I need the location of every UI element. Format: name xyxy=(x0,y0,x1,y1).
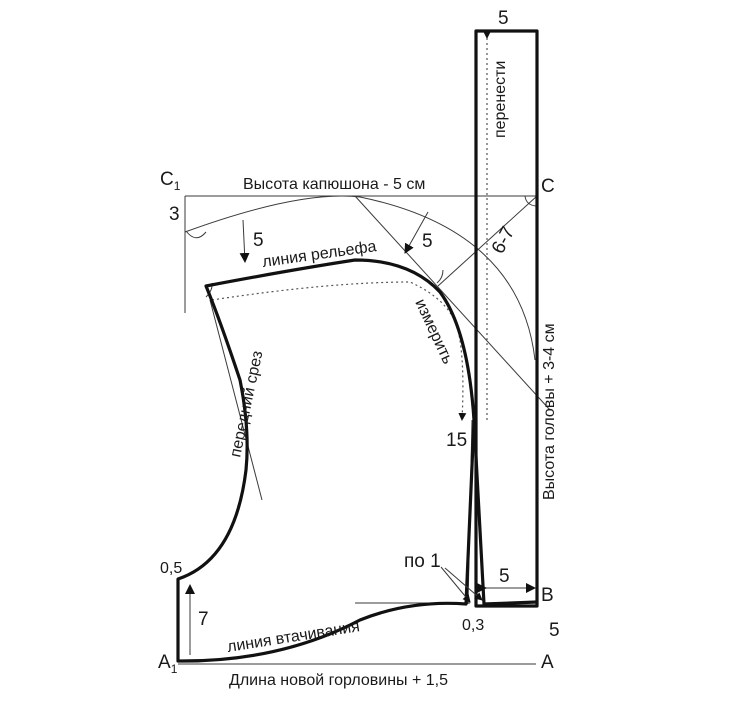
relief-offset-left-label: 5 xyxy=(253,230,264,251)
corner-angle-mark xyxy=(185,230,207,239)
top-strip-width-label: 5 xyxy=(498,8,509,29)
radius-arc xyxy=(359,196,536,361)
tangent-angle-mark xyxy=(436,269,444,284)
point-c-label: C xyxy=(541,176,555,197)
five-b-label: 5 xyxy=(499,566,510,587)
zero-three-label: 0,3 xyxy=(462,617,484,634)
front-cut-tangent xyxy=(209,299,263,501)
six-seven-label: 6-7 xyxy=(488,223,519,257)
point-a-label: A xyxy=(541,652,554,673)
relief-offset-arrow-left xyxy=(239,219,250,263)
half-label: 0,5 xyxy=(160,560,182,577)
c-corner-mark xyxy=(524,195,537,207)
po1-arrow-left xyxy=(440,566,471,603)
seven-label: 7 xyxy=(198,609,209,630)
hood-outline xyxy=(176,258,476,663)
po1-arrow-right xyxy=(444,567,483,601)
seam-line-label: линия втачивания xyxy=(226,618,361,656)
transfer-strip xyxy=(474,29,539,608)
dart-right-edge xyxy=(472,418,539,606)
neckline-length-label: Длина новой горловины + 1,5 xyxy=(229,672,448,689)
relief-offset-right-label: 5 xyxy=(422,231,433,252)
point-b-label: B xyxy=(541,585,554,606)
relief-guide-curve xyxy=(184,195,361,233)
front-cut-label: передний срез xyxy=(227,349,266,458)
head-height-label: Высота головы + 3-4 см xyxy=(541,323,558,500)
point-a1-label: A1 xyxy=(158,652,178,676)
transfer-label: перенести xyxy=(492,61,509,138)
po1-label: по 1 xyxy=(404,551,441,572)
point-c1-label: C1 xyxy=(160,169,181,193)
fifteen-label: 15 xyxy=(446,430,467,451)
diagonal-guide-line xyxy=(354,195,551,411)
measure-dotted-curve xyxy=(211,281,467,421)
three-label: 3 xyxy=(169,204,180,225)
five-ba-label: 5 xyxy=(549,620,560,641)
relief-offset-arrow-right xyxy=(404,211,429,254)
corner-bisector-line xyxy=(437,195,538,287)
hood-height-label: Высота капюшона - 5 см xyxy=(243,176,425,193)
